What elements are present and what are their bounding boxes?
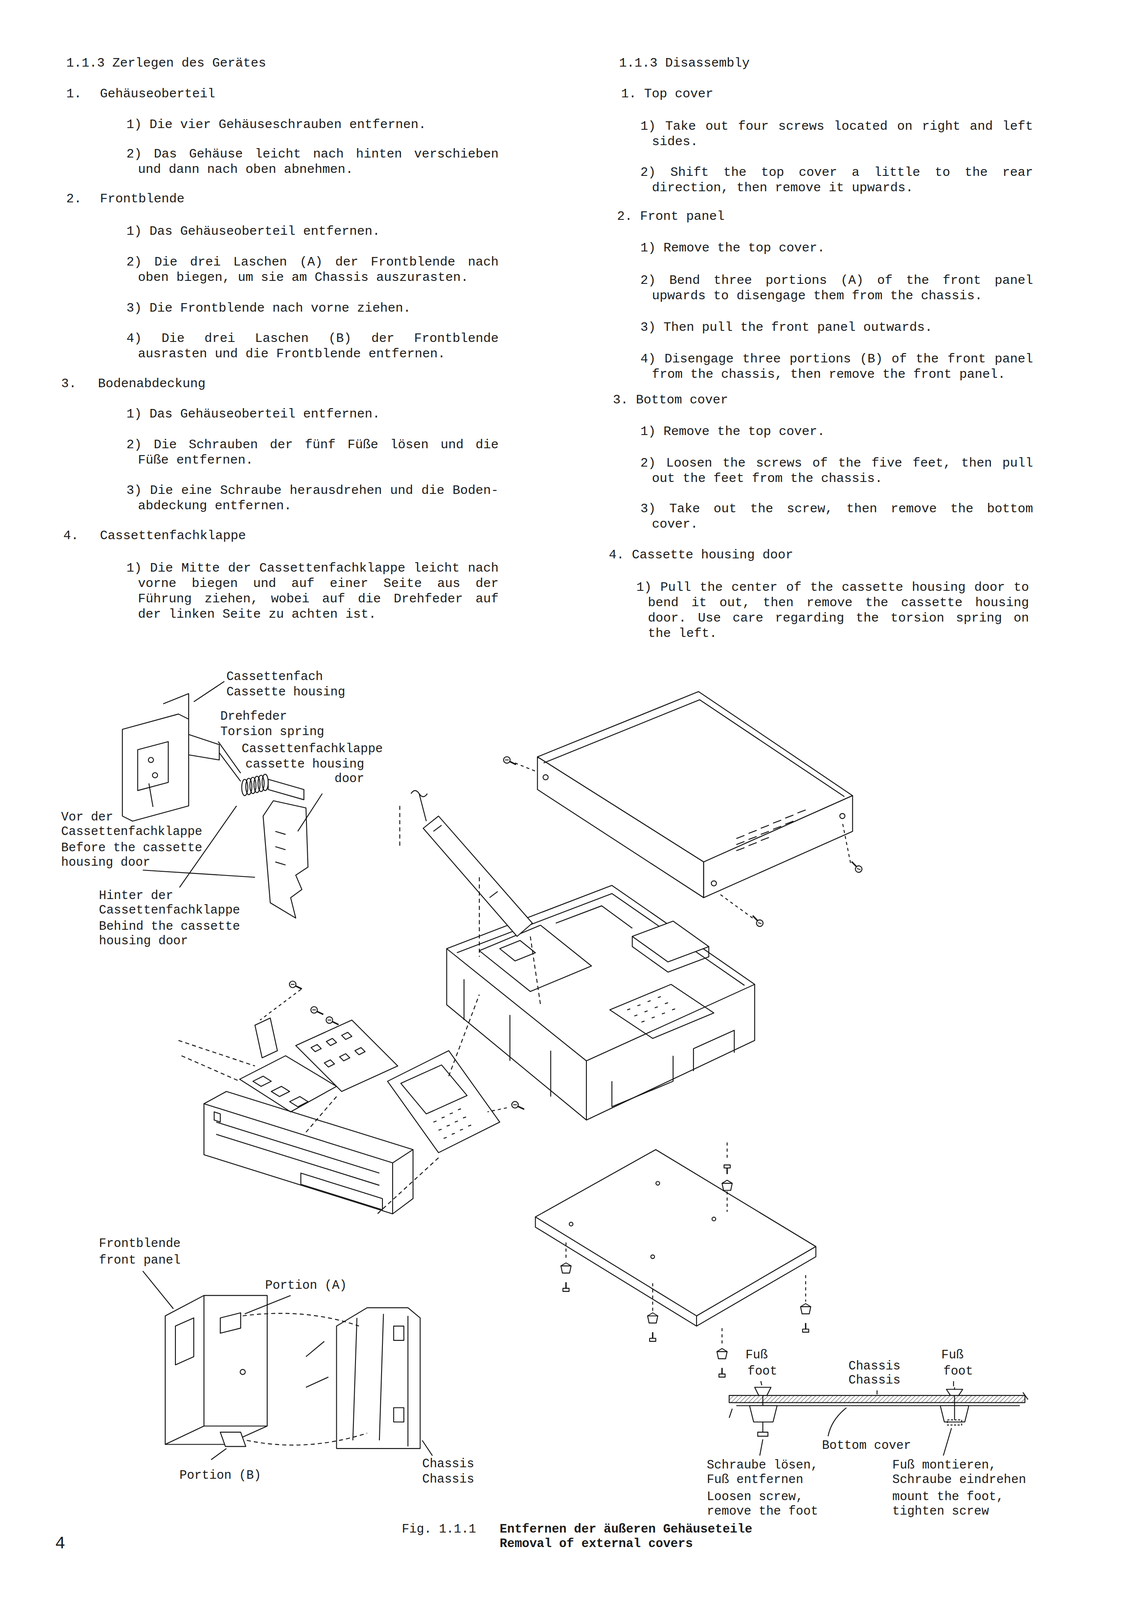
part-label: Portion (B) <box>179 1468 262 1483</box>
part-label: Fuß montieren, Schraube eindrehen <box>892 1457 1030 1487</box>
part-label: Drehfeder <box>220 709 288 724</box>
part-label: Chassis <box>848 1358 901 1374</box>
instruction-text: 3) Die Frontblende nach vorne ziehen. <box>126 300 499 316</box>
section-heading: 2. Front panel <box>617 208 725 225</box>
instruction-text: 1) Remove the top cover. <box>640 240 1034 256</box>
section-heading: 2. <box>66 191 82 207</box>
instruction-text: 1) Das Gehäuseoberteil entfernen. <box>126 223 499 240</box>
instruction-text: 3) Die eine Schraube herausdrehen und di… <box>126 482 499 514</box>
instruction-text: 1) Remove the top cover. <box>640 423 1034 440</box>
part-label: Cassettenfachklappe <box>241 741 383 757</box>
instruction-text: 1) Pull the center of the cassette housi… <box>636 579 1029 642</box>
section-heading: 1. <box>66 86 82 102</box>
part-label: Chassis <box>422 1472 475 1487</box>
part-label: Behind the cassette housing door <box>99 919 244 949</box>
section-heading: 4. <box>63 527 79 544</box>
instruction-text: 1) Das Gehäuseoberteil entfernen. <box>126 406 499 422</box>
part-label: front panel <box>99 1253 181 1268</box>
part-label: Cassettenfach <box>226 669 323 685</box>
part-label: foot <box>943 1364 974 1379</box>
section-heading: 3. Bottom cover <box>612 392 729 408</box>
part-label: Portion (A) <box>265 1278 347 1293</box>
instruction-text: 1) Die Mitte der Cassettenfachklappe lei… <box>126 560 499 622</box>
section-heading: 3. <box>61 376 77 392</box>
part-label: Fuß <box>745 1347 768 1363</box>
part-label: Cassette housing <box>226 685 345 700</box>
section-heading: 1. Top cover <box>620 86 714 102</box>
part-label: Bottom cover <box>822 1438 912 1453</box>
part-label: Chassis <box>422 1456 475 1472</box>
instruction-text: 3) Take out the screw, then remove the b… <box>640 501 1034 532</box>
section-heading: Gehäuseoberteil <box>99 86 216 102</box>
part-label: Fig. 1.1.1 <box>401 1521 476 1537</box>
part-label: Loosen screw, remove the foot <box>706 1489 823 1519</box>
section-heading: Cassettenfachklappe <box>99 527 246 544</box>
section-heading: 1.1.3 Zerlegen des Gerätes <box>66 55 266 71</box>
page-number: 4 <box>55 1534 66 1554</box>
figure-caption: Entfernen der äußeren Gehäuseteile Remov… <box>499 1521 756 1551</box>
part-label: Before the cassette housing door <box>61 840 206 870</box>
section-heading: 4. Cassette housing door <box>609 547 794 563</box>
instruction-text: 2) Das Gehäuse leicht nach hinten versch… <box>126 146 499 178</box>
instruction-text: 2) Bend three portions (A) of the front … <box>640 272 1034 304</box>
part-label: Vor der Cassettenfachklappe <box>61 810 206 840</box>
instruction-text: 2) Die Schrauben der fünf Füße lösen und… <box>126 437 499 468</box>
part-label: foot <box>747 1364 778 1379</box>
part-label: cassette housing door <box>241 757 365 787</box>
instruction-text: 2) Die drei Laschen (A) der Frontblende … <box>126 254 499 286</box>
part-label: mount the foot, tighten screw <box>892 1489 1030 1519</box>
line-art <box>122 681 1029 1460</box>
section-heading: Frontblende <box>99 191 185 207</box>
part-label: Fuß <box>941 1347 964 1363</box>
instruction-text: 2) Loosen the screws of the five feet, t… <box>640 455 1034 487</box>
part-label: Torsion spring <box>220 724 325 740</box>
instruction-text: 1) Die vier Gehäuseschrauben entfernen. <box>126 116 499 133</box>
part-label: Chassis <box>848 1372 901 1388</box>
instruction-text: 4) Disengage three portions (B) of the f… <box>640 351 1034 382</box>
instruction-text: 3) Then pull the front panel outwards. <box>640 319 1034 336</box>
instruction-text: 2) Shift the top cover a little to the r… <box>640 164 1034 196</box>
section-heading: Bodenabdeckung <box>97 376 206 392</box>
part-label: Hinter der Cassettenfachklappe <box>99 888 244 918</box>
part-label: Frontblende <box>99 1236 181 1251</box>
section-heading: 1.1.3 Disassembly <box>618 55 750 71</box>
instruction-text: 1) Take out four screws located on right… <box>640 118 1034 150</box>
part-label: Schraube lösen, Fuß entfernen <box>706 1457 823 1487</box>
instruction-text: 4) Die drei Laschen (B) der Frontblende … <box>126 330 499 362</box>
